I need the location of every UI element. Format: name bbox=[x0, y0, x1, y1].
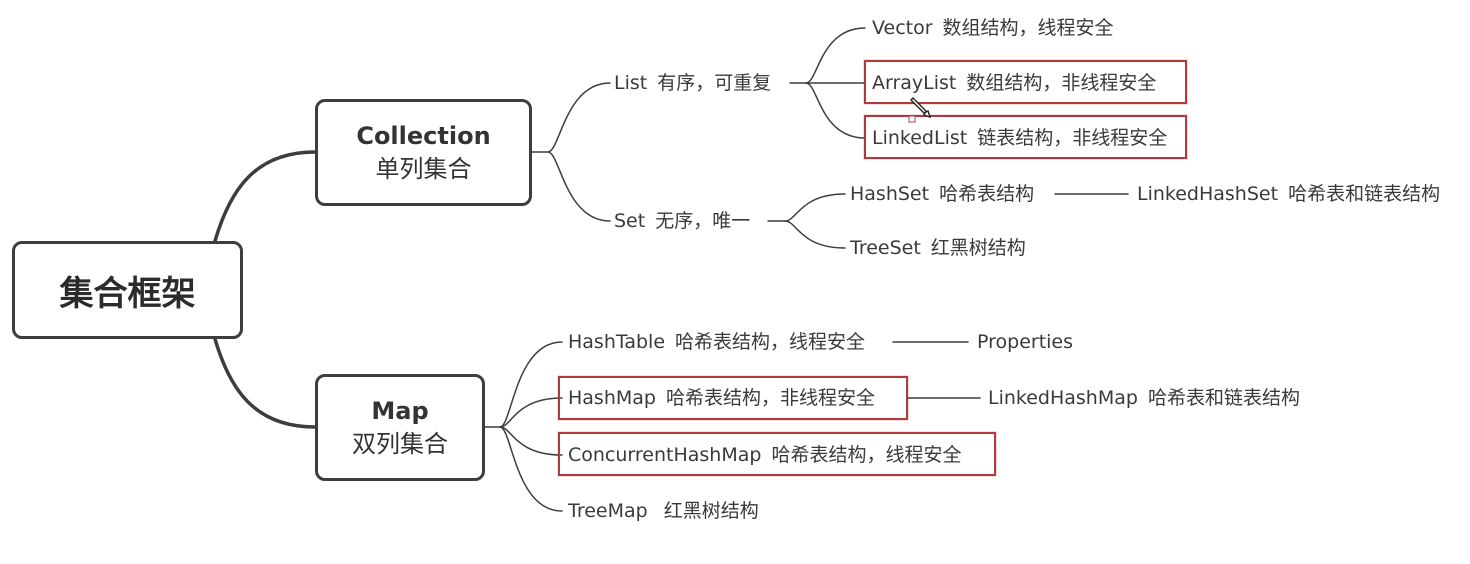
hashtable-node[interactable]: HashTable 哈希表结构，线程安全 bbox=[568, 330, 865, 354]
linkedlist-desc: 链表结构，非线程安全 bbox=[977, 127, 1168, 149]
hashmap-name: HashMap bbox=[568, 387, 656, 409]
linkedhashset-name: LinkedHashSet bbox=[1137, 183, 1279, 205]
link-set-treeset bbox=[784, 220, 846, 249]
link-map-hashtable bbox=[499, 341, 563, 428]
concurrenthashmap-name: ConcurrentHashMap bbox=[568, 444, 762, 466]
arraylist-desc: 数组结构，非线程安全 bbox=[966, 72, 1157, 94]
hashset-node[interactable]: HashSet 哈希表结构 bbox=[850, 182, 1034, 206]
treeset-desc: 红黑树结构 bbox=[930, 237, 1026, 259]
list-desc: 有序，可重复 bbox=[657, 72, 772, 94]
hashmap-node[interactable]: HashMap 哈希表结构，非线程安全 bbox=[568, 386, 875, 410]
linkedhashset-node[interactable]: LinkedHashSet 哈希表和链表结构 bbox=[1137, 182, 1440, 206]
hashtable-name: HashTable bbox=[568, 331, 666, 353]
link-set-hashset bbox=[784, 193, 846, 222]
properties-name: Properties bbox=[977, 331, 1074, 353]
link-root-collection bbox=[213, 150, 317, 243]
linkedhashset-desc: 哈希表和链表结构 bbox=[1288, 183, 1441, 205]
link-map-hashmap bbox=[499, 397, 563, 428]
arraylist-highlight bbox=[864, 60, 1187, 104]
vector-node[interactable]: Vector 数组结构，线程安全 bbox=[872, 16, 1114, 40]
treemap-desc: 红黑树结构 bbox=[663, 500, 759, 522]
collection-node[interactable]: Collection 单列集合 bbox=[315, 99, 532, 206]
arraylist-node[interactable]: ArrayList 数组结构，非线程安全 bbox=[872, 71, 1156, 95]
linkedlist-node[interactable]: LinkedList 链表结构，非线程安全 bbox=[872, 126, 1167, 150]
hashmap-desc: 哈希表结构，非线程安全 bbox=[665, 387, 875, 409]
pencil-cursor-icon bbox=[908, 97, 932, 123]
link-map-concurrenthashmap bbox=[499, 426, 563, 456]
vector-desc: 数组结构，线程安全 bbox=[942, 17, 1114, 39]
treeset-node[interactable]: TreeSet 红黑树结构 bbox=[850, 236, 1026, 260]
linkedhashmap-node[interactable]: LinkedHashMap 哈希表和链表结构 bbox=[988, 386, 1300, 410]
linkedhashmap-desc: 哈希表和链表结构 bbox=[1147, 387, 1300, 409]
treemap-node[interactable]: TreeMap 红黑树结构 bbox=[568, 499, 759, 523]
treemap-name: TreeMap bbox=[568, 500, 648, 522]
map-node[interactable]: Map 双列集合 bbox=[315, 374, 485, 481]
link-list-vector bbox=[805, 27, 866, 84]
link-list-linkedlist bbox=[805, 82, 866, 139]
hashtable-desc: 哈希表结构，线程安全 bbox=[675, 331, 866, 353]
map-desc: 双列集合 bbox=[352, 429, 448, 458]
set-name: Set bbox=[614, 210, 646, 232]
root-label: 集合框架 bbox=[59, 273, 196, 314]
root-node[interactable]: 集合框架 bbox=[12, 241, 243, 339]
link-root-map bbox=[213, 337, 317, 429]
vector-name: Vector bbox=[872, 17, 933, 39]
link-map-treemap bbox=[499, 426, 563, 512]
hashset-name: HashSet bbox=[850, 183, 930, 205]
concurrenthashmap-highlight bbox=[558, 432, 996, 476]
linkedlist-name: LinkedList bbox=[872, 127, 968, 149]
treeset-name: TreeSet bbox=[850, 237, 921, 259]
set-desc: 无序，唯一 bbox=[655, 210, 751, 232]
collection-name: Collection bbox=[356, 121, 491, 150]
collection-desc: 单列集合 bbox=[375, 154, 472, 183]
link-collection-list bbox=[531, 82, 611, 153]
list-node[interactable]: List 有序，可重复 bbox=[614, 71, 771, 95]
hashmap-highlight bbox=[558, 376, 908, 420]
concurrenthashmap-desc: 哈希表结构，线程安全 bbox=[771, 444, 962, 466]
hashset-desc: 哈希表结构 bbox=[939, 183, 1035, 205]
arraylist-name: ArrayList bbox=[872, 72, 957, 94]
properties-node[interactable]: Properties bbox=[977, 330, 1073, 354]
linkedlist-highlight bbox=[864, 115, 1187, 159]
list-name: List bbox=[614, 72, 648, 94]
map-name: Map bbox=[371, 396, 429, 425]
set-node[interactable]: Set 无序，唯一 bbox=[614, 209, 750, 233]
linkedhashmap-name: LinkedHashMap bbox=[988, 387, 1138, 409]
concurrenthashmap-node[interactable]: ConcurrentHashMap 哈希表结构，线程安全 bbox=[568, 443, 961, 467]
link-collection-set bbox=[547, 151, 611, 222]
